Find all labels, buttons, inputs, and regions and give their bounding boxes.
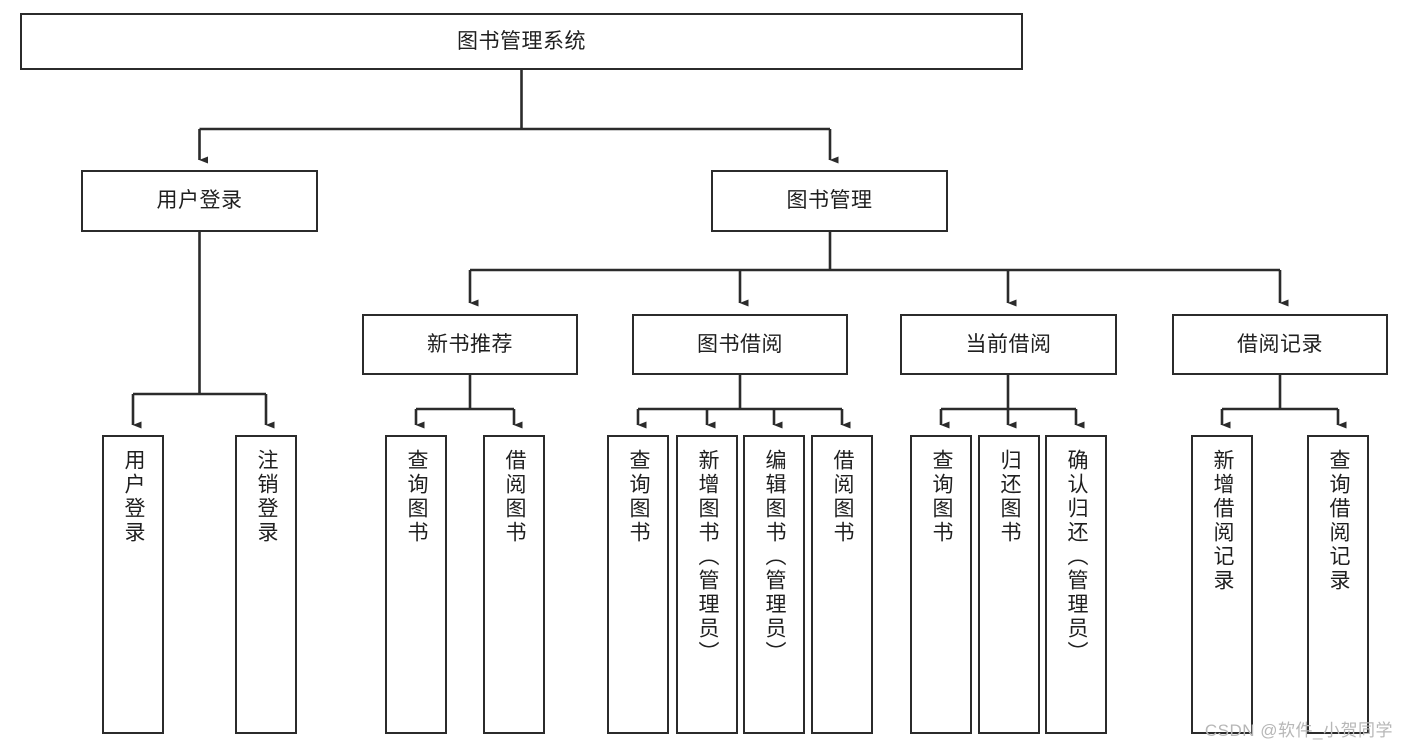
node-book-borrow[interactable]: 图书借阅 [632, 314, 848, 375]
node-current-borrow[interactable]: 当前借阅 [900, 314, 1117, 375]
node-label: 借阅图书 [503, 449, 527, 545]
node-label: 借阅记录 [1237, 332, 1323, 356]
node-label: 图书管理 [786, 189, 873, 213]
node-label: 查询借阅记录 [1327, 449, 1351, 593]
node-label: 注销登录 [255, 449, 279, 545]
node-borrow-record[interactable]: 借阅记录 [1172, 314, 1388, 375]
leaf-query-borrow-record[interactable]: 查询借阅记录 [1307, 435, 1369, 734]
leaf-query-book-borrow[interactable]: 查询图书 [607, 435, 669, 734]
node-label: 新书推荐 [427, 332, 513, 356]
node-label: 当前借阅 [965, 332, 1052, 356]
node-user-login[interactable]: 用户登录 [81, 170, 318, 232]
node-label: 编辑图书（管理员） [763, 449, 787, 665]
node-label: 确认归还（管理员） [1065, 449, 1089, 665]
leaf-add-borrow-record[interactable]: 新增借阅记录 [1191, 435, 1253, 734]
node-label: 图书借阅 [697, 332, 783, 356]
node-label: 查询图书 [405, 449, 429, 545]
node-new-book-recommendation[interactable]: 新书推荐 [362, 314, 578, 375]
node-label: 借阅图书 [831, 449, 855, 545]
leaf-return-book[interactable]: 归还图书 [978, 435, 1040, 734]
leaf-add-book-admin[interactable]: 新增图书（管理员） [676, 435, 738, 734]
node-label: 新增借阅记录 [1211, 449, 1235, 593]
leaf-query-book-current[interactable]: 查询图书 [910, 435, 972, 734]
node-label: 图书管理系统 [457, 29, 586, 53]
leaf-borrow-book-recommend[interactable]: 借阅图书 [483, 435, 545, 734]
leaf-user-logout[interactable]: 注销登录 [235, 435, 297, 734]
leaf-edit-book-admin[interactable]: 编辑图书（管理员） [743, 435, 805, 734]
csdn-watermark: CSDN @软件_小贺同学 [1204, 721, 1393, 740]
leaf-user-login[interactable]: 用户登录 [102, 435, 164, 734]
node-label: 新增图书（管理员） [696, 449, 720, 665]
node-book-manage[interactable]: 图书管理 [711, 170, 948, 232]
node-label: 查询图书 [930, 449, 954, 545]
leaf-query-book-recommend[interactable]: 查询图书 [385, 435, 447, 734]
node-label: 用户登录 [156, 189, 243, 213]
node-label: 用户登录 [122, 449, 146, 545]
node-root-system[interactable]: 图书管理系统 [20, 13, 1023, 70]
leaf-borrow-book[interactable]: 借阅图书 [811, 435, 873, 734]
leaf-confirm-return-admin[interactable]: 确认归还（管理员） [1045, 435, 1107, 734]
node-label: 查询图书 [627, 449, 651, 545]
node-label: 归还图书 [998, 449, 1022, 545]
